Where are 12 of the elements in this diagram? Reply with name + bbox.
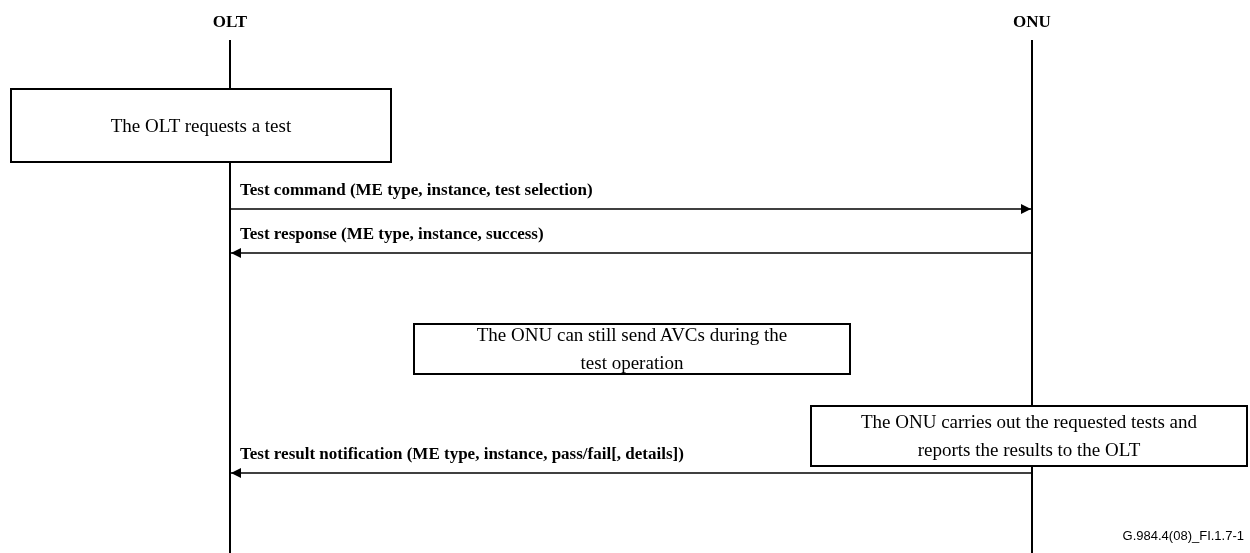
message-arrow: [230, 204, 1032, 214]
message-label: Test result notification (ME type, instance, pass/fail[, details]): [240, 444, 684, 464]
note-box: The ONU can still send AVCs during the test operation: [413, 323, 851, 375]
participant-label: ONU: [1013, 12, 1051, 31]
message-arrow: [230, 468, 1032, 478]
figure-id: G.984.4(08)_FI.1.7-1: [1122, 528, 1244, 543]
message-label: Test command (ME type, instance, test selection): [240, 180, 593, 200]
message-label: Test response (ME type, instance, success): [240, 224, 544, 244]
participant-label: OLT: [212, 12, 248, 31]
note-box: The ONU carries out the requested tests and reports the results to the OLT: [810, 405, 1248, 467]
message-arrow: [230, 248, 1032, 258]
note-box: The OLT requests a test: [10, 88, 392, 163]
